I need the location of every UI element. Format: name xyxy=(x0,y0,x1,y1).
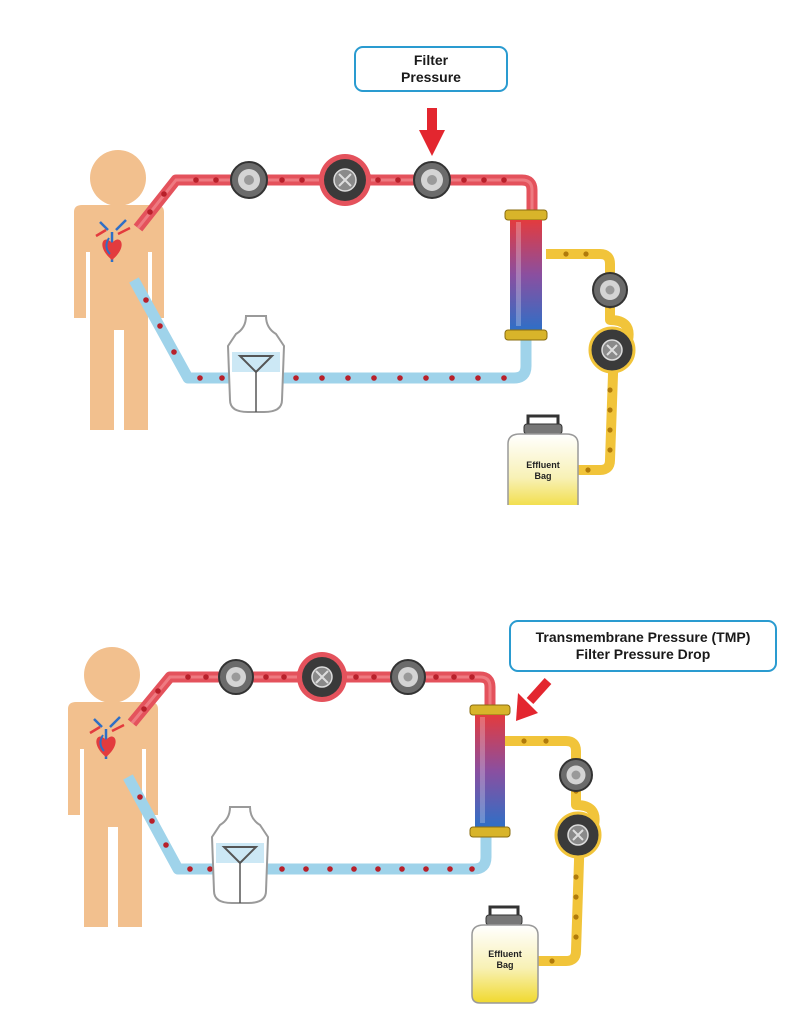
callout-line-2: Pressure xyxy=(401,69,461,85)
blood-pump-icon xyxy=(588,326,636,374)
callout-line-2: Filter Pressure Drop xyxy=(575,646,711,662)
heart-icon xyxy=(95,219,131,262)
pressure-sensor-icon xyxy=(559,758,593,792)
venous-line xyxy=(129,277,532,384)
effluent-bag-icon: Effluent Bag xyxy=(471,905,539,1004)
effluent-bag-label-line1: Effluent xyxy=(526,460,560,470)
circuit-panel-tmp: Effluent Bag Transmembrane Pressure (TMP… xyxy=(0,505,810,1009)
effluent-line xyxy=(504,736,602,966)
effluent-bag-icon: Effluent Bag xyxy=(507,414,579,505)
blood-pump-icon xyxy=(297,652,347,702)
drip-chamber-icon xyxy=(226,315,286,413)
heart-icon xyxy=(89,716,125,759)
drip-chamber-icon xyxy=(210,806,270,904)
blood-pump-icon xyxy=(319,154,371,206)
blood-pump-icon xyxy=(554,811,602,859)
pressure-sensor-icon xyxy=(230,161,268,199)
tmp-callout: Transmembrane Pressure (TMP) Filter Pres… xyxy=(509,620,777,672)
pressure-sensor-icon xyxy=(413,161,451,199)
pressure-sensor-icon xyxy=(592,272,628,308)
venous-line xyxy=(123,774,492,875)
callout-line-1: Transmembrane Pressure (TMP) xyxy=(535,629,751,646)
callout-line-1: Filter xyxy=(413,52,449,69)
crrt-circuit-diagram: Effluent Bag xyxy=(74,108,636,505)
effluent-bag-label-line1: Effluent xyxy=(488,949,522,959)
pressure-sensor-icon xyxy=(218,659,254,695)
hemofilter-icon xyxy=(504,209,548,341)
pressure-sensor-icon xyxy=(390,659,426,695)
circuit-panel-filter-pressure: Effluent Bag Filter Pressure xyxy=(74,46,636,505)
filter-pressure-callout: Filter Pressure xyxy=(354,46,508,92)
arrow-icon xyxy=(516,677,552,721)
hemofilter-icon xyxy=(469,704,511,838)
effluent-line xyxy=(546,249,636,475)
effluent-bag-label-line2: Bag xyxy=(496,960,513,970)
person-icon xyxy=(74,150,164,430)
effluent-bag-label-line2: Bag xyxy=(534,471,551,481)
person-icon xyxy=(68,647,158,927)
arrow-icon xyxy=(419,108,445,156)
crrt-circuit-diagram: Effluent Bag xyxy=(68,647,602,1004)
